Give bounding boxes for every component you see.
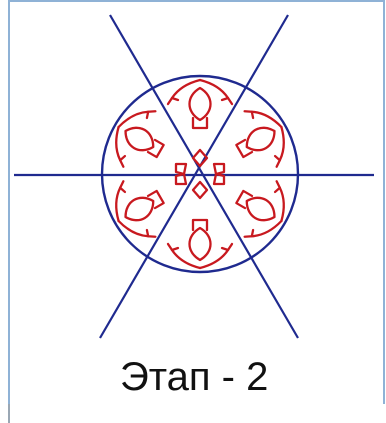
petal-60 [224,99,298,178]
petal-240 [103,169,177,248]
stage-caption: Этап - 2 [120,355,320,400]
petal-120 [224,169,298,248]
petal-180 [168,220,232,268]
diagonal-axis-1 [110,15,298,338]
diagonal-axis-2 [100,15,288,338]
petal-0 [168,80,232,128]
